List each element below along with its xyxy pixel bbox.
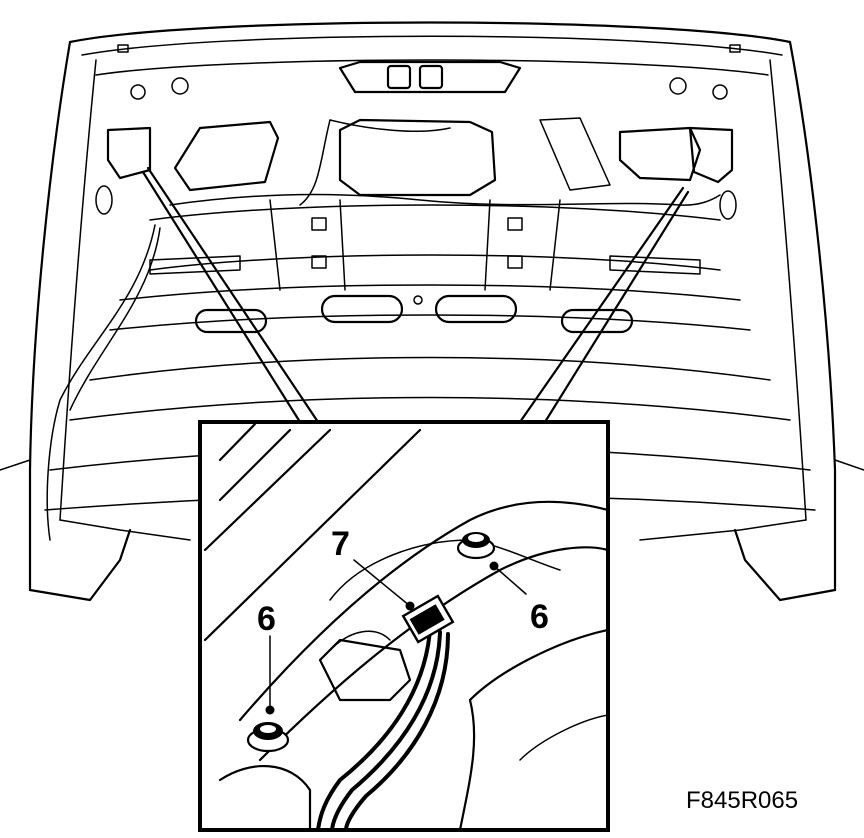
callout-6-right: 6 [530, 598, 549, 636]
figure-code: F845R065 [686, 787, 798, 814]
nut-left [246, 722, 290, 753]
callout-6-left: 6 [257, 600, 276, 638]
nut-right [456, 532, 496, 560]
callout-7: 7 [331, 525, 350, 563]
trunk-lid-overview [0, 21, 864, 602]
zoom-pointer [141, 166, 690, 424]
detail-inset: 7 6 6 [198, 420, 610, 832]
